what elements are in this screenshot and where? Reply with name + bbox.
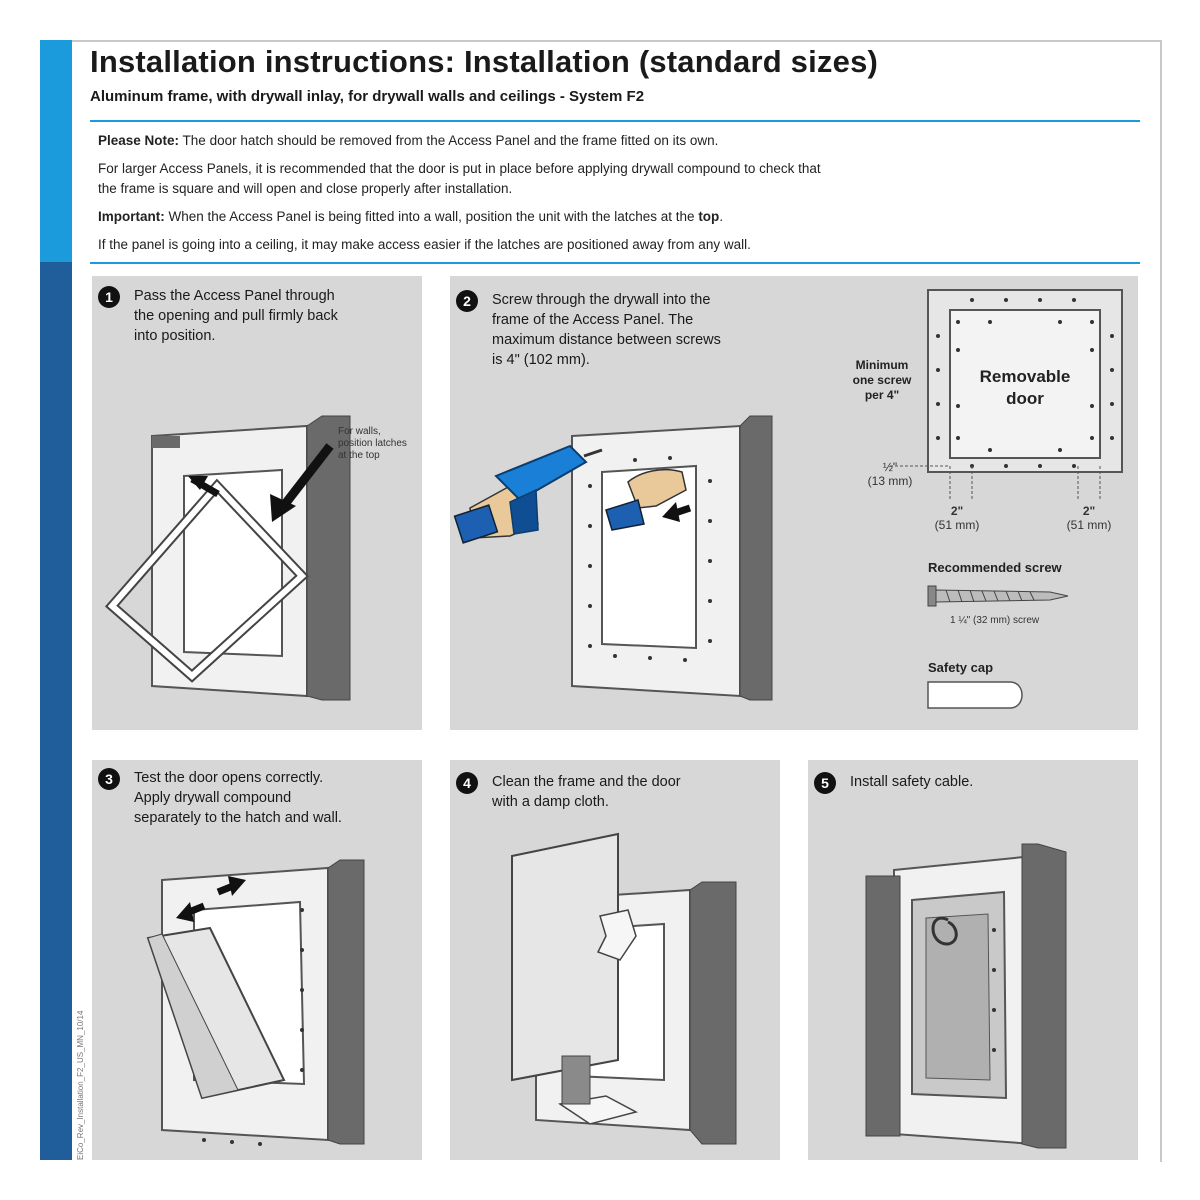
arrow-icon xyxy=(270,443,334,522)
arrow-icon xyxy=(662,502,692,522)
safety-cap-label: Safety cap xyxy=(928,660,994,675)
screw-dots xyxy=(992,928,996,1052)
accent-bar-top xyxy=(40,40,72,262)
note-ceiling: If the panel is going into a ceiling, it… xyxy=(98,237,751,252)
door-hatch xyxy=(146,926,286,1100)
note-please: Please Note: The door hatch should be re… xyxy=(98,133,719,148)
note-larger: For larger Access Panels, it is recommen… xyxy=(98,161,821,196)
step-number: 4 xyxy=(456,772,478,794)
screw-dots xyxy=(936,298,1114,468)
step-3-instruction: 3 Test the door opens correctly.Apply dr… xyxy=(98,768,418,838)
notes-section: Please Note: The door hatch should be re… xyxy=(98,131,1108,263)
step-4-illustration xyxy=(511,832,737,1145)
two-inch-left-dimension: 2"(51 mm) xyxy=(934,504,980,532)
page-border xyxy=(40,40,1162,1162)
half-inch-dimension: ½"(13 mm) xyxy=(867,460,913,488)
drill-icon xyxy=(453,444,603,544)
step-number: 3 xyxy=(98,768,120,790)
step-number: 5 xyxy=(814,772,836,794)
divider-bottom xyxy=(90,262,1140,264)
page-title: Installation instructions: Installation … xyxy=(90,44,879,79)
accent-bar-bottom xyxy=(40,262,72,1160)
door-hatch xyxy=(511,832,619,1082)
arrow-icon xyxy=(188,475,220,498)
note-important: Important: When the Access Panel is bein… xyxy=(98,209,724,224)
access-panel-frame xyxy=(104,478,310,683)
recommended-screw-label: Recommended screw xyxy=(928,560,1062,575)
divider-top xyxy=(90,120,1140,122)
arrow-icon xyxy=(216,876,246,896)
safety-cap-icon xyxy=(927,681,1023,709)
step-5-instruction: 5 Install safety cable. xyxy=(814,772,1134,802)
step-2-illustration xyxy=(453,415,773,701)
safety-cable-icon xyxy=(931,916,958,946)
page-subtitle: Aluminum frame, with drywall inlay, for … xyxy=(90,88,645,105)
dimension-diagram xyxy=(890,289,1123,709)
two-inch-right-dimension: 2"(51 mm) xyxy=(1066,504,1112,532)
step-number: 2 xyxy=(456,290,478,312)
screw-spec-label: 1 ¼" (32 mm) screw xyxy=(950,615,1040,626)
screw-icon xyxy=(927,585,1069,607)
screw-dots xyxy=(588,456,712,662)
screw-dots xyxy=(202,908,304,1146)
step-5-illustration xyxy=(865,843,1067,1149)
step-1-illustration xyxy=(104,415,351,701)
document-code: EiCo_Rev_Installation_F2_US_MN_10/14 xyxy=(76,1010,85,1160)
step-3-illustration xyxy=(146,859,365,1146)
arrow-icon xyxy=(176,902,206,922)
step-number: 1 xyxy=(98,286,120,308)
hand-icon xyxy=(605,468,687,531)
